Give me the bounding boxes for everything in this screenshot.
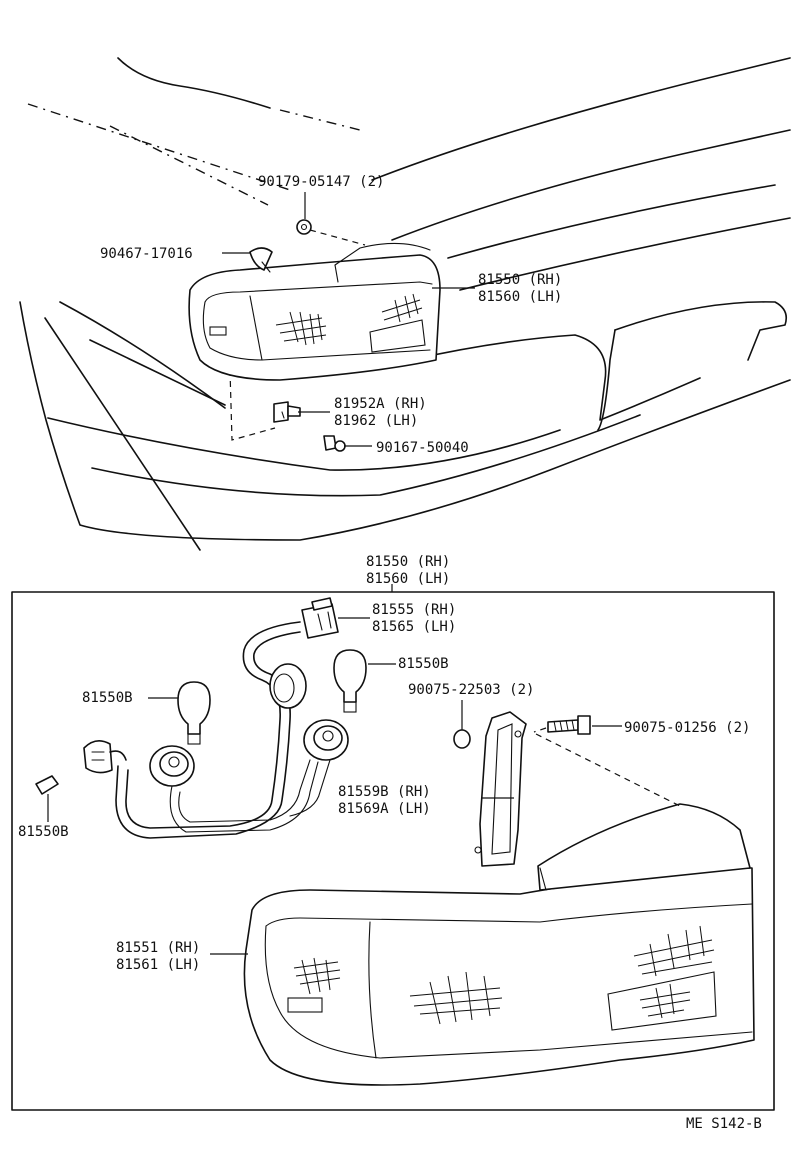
box-title-lh: 81560 (LH) <box>366 571 450 587</box>
label-clip: 90467-17016 <box>100 246 193 262</box>
socket-center <box>269 663 307 709</box>
label-socket-wire-lh: 81565 (LH) <box>372 619 456 635</box>
label-gasket-lh: 81569A (LH) <box>338 801 431 817</box>
label-gasket-rh: 81559B (RH) <box>338 784 431 800</box>
bracket-part <box>273 401 301 423</box>
exploded-view-frame <box>11 591 775 1111</box>
gasket-part <box>474 711 527 867</box>
lens-part <box>243 803 755 1086</box>
socket-left <box>149 745 195 787</box>
label-lamp-rh: 81550 (RH) <box>478 272 562 288</box>
socket-small <box>83 740 127 774</box>
nut-part <box>453 729 471 749</box>
label-nut: 90075-22503 (2) <box>408 682 534 698</box>
screw-bracket-part <box>323 435 346 452</box>
connector-part <box>301 597 339 639</box>
label-bolt: 90075-01256 (2) <box>624 720 750 736</box>
lamp-assembly-upper <box>188 242 441 381</box>
socket-right <box>303 719 349 761</box>
label-bulb-right: 81550B <box>398 656 449 672</box>
bulb-left-part <box>177 681 211 745</box>
label-lens-lh: 81561 (LH) <box>116 957 200 973</box>
label-socket-wire-rh: 81555 (RH) <box>372 602 456 618</box>
label-lamp-lh: 81560 (LH) <box>478 289 562 305</box>
label-bracket-lh: 81962 (LH) <box>334 413 418 429</box>
label-bulb-small: 81550B <box>18 824 69 840</box>
bolt-part <box>533 715 591 735</box>
clip-part <box>249 247 273 273</box>
bulb-small-part <box>35 775 59 795</box>
label-screw-bracket: 90167-50040 <box>376 440 469 456</box>
figure-code: ME S142-B <box>686 1116 762 1132</box>
label-bulb-left: 81550B <box>82 690 133 706</box>
label-lens-rh: 81551 (RH) <box>116 940 200 956</box>
wiring-harness <box>115 621 331 839</box>
box-title-rh: 81550 (RH) <box>366 554 450 570</box>
body-outline <box>19 57 791 551</box>
bulb-right-part <box>333 649 367 713</box>
label-bracket-rh: 81952A (RH) <box>334 396 427 412</box>
screw-top-part <box>296 219 366 246</box>
label-screw-top: 90179-05147 (2) <box>258 174 384 190</box>
